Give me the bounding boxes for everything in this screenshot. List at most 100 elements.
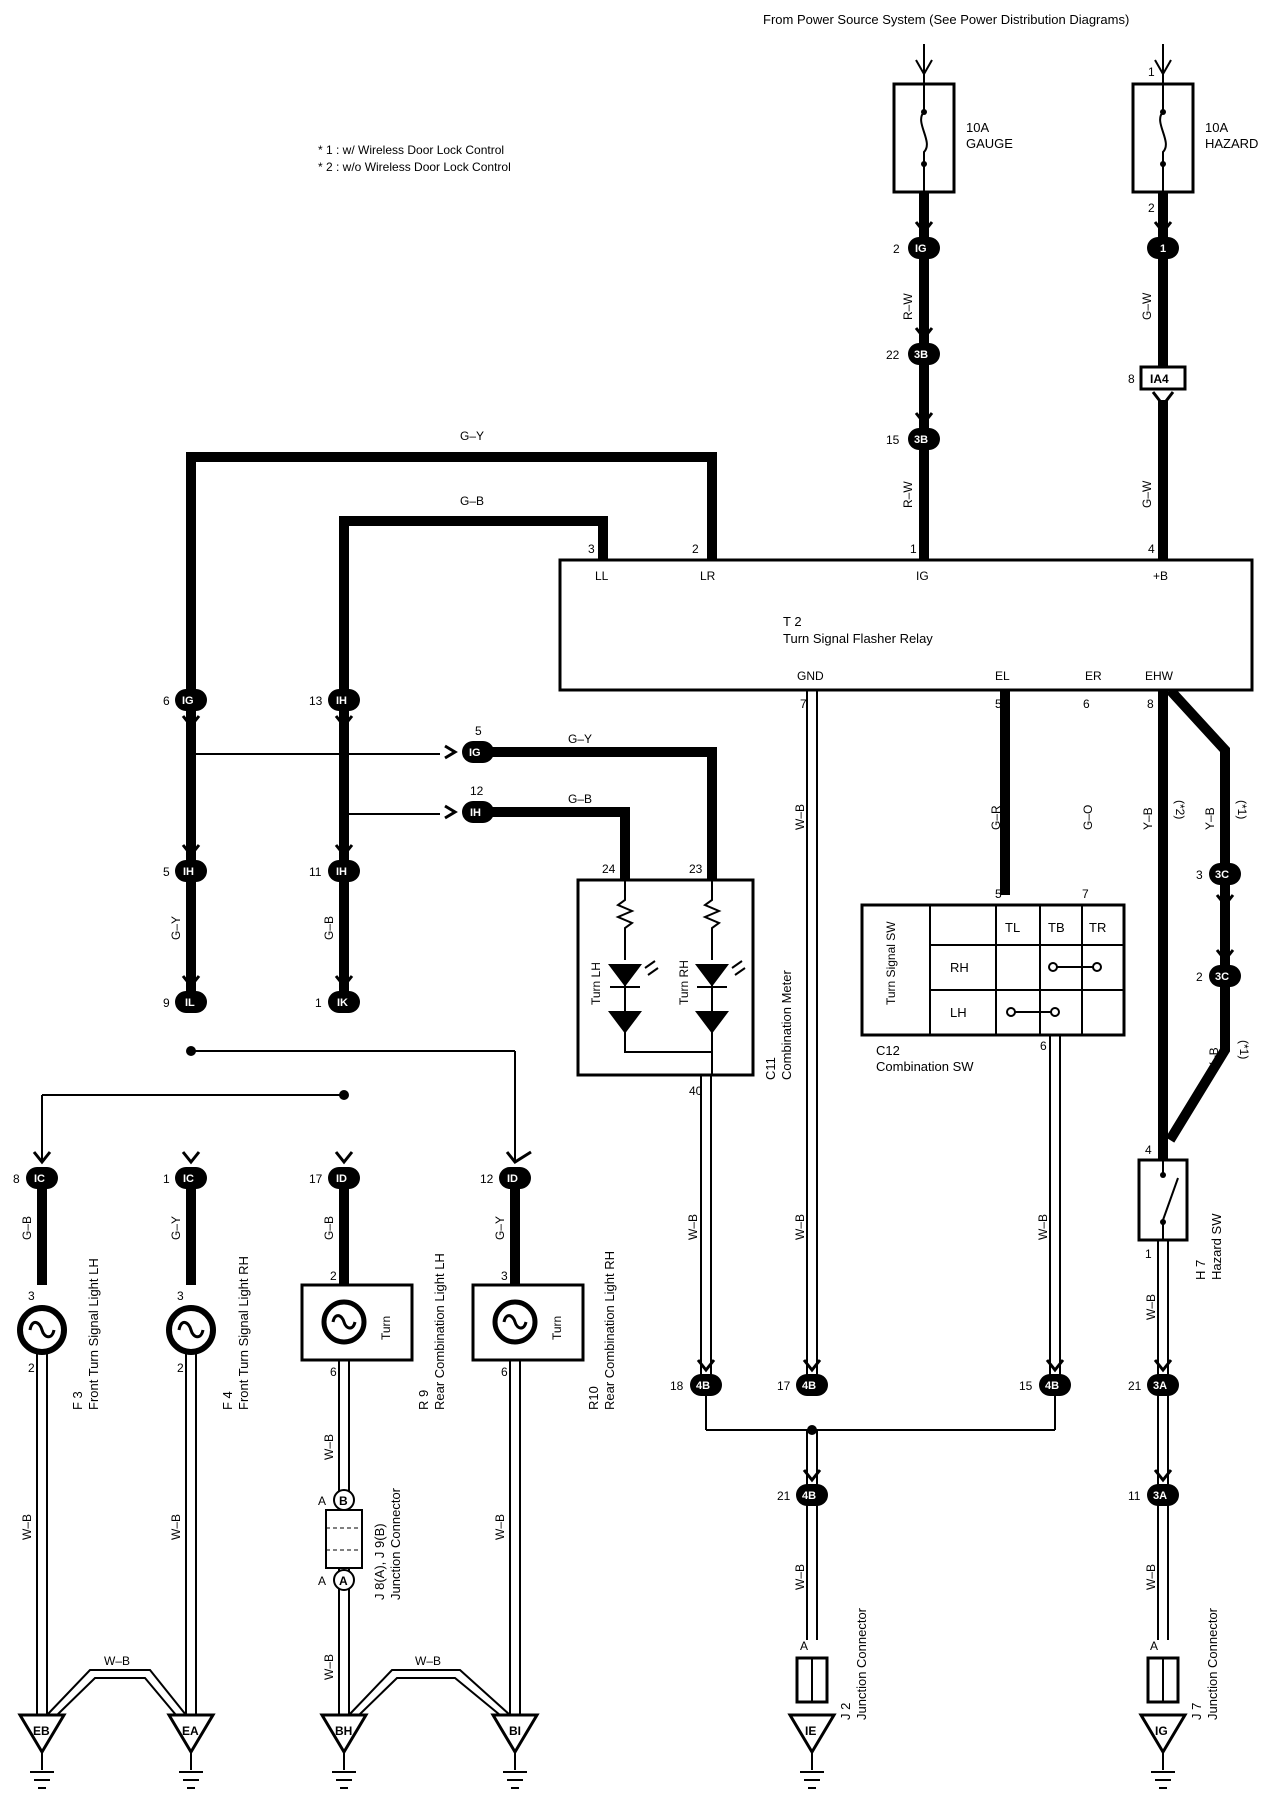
hazard-sw-pin-bottom: 1 [1145, 1247, 1152, 1261]
pin-11-ih: 11 [309, 865, 322, 879]
junction-j7-pin: A [1150, 1639, 1158, 1653]
wire-label-wb-gnd: W–B [793, 1214, 807, 1240]
relay-pin-gnd: 7 [800, 697, 807, 711]
conn-ih-13: IH [336, 695, 347, 707]
pin-17-4b: 17 [777, 1379, 791, 1393]
pin-8-ia4: 8 [1128, 372, 1135, 386]
remark-s1-b: (*1) [1237, 1040, 1251, 1059]
relay-pin-ig: 1 [910, 542, 917, 556]
conn-id-12: ID [507, 1173, 518, 1185]
fuse-hazard [1131, 82, 1195, 194]
junction-j8-j9-id: J 8(A), J 9(B) [372, 1523, 387, 1600]
meter-pin-gnd: 40 [689, 1084, 703, 1098]
wire-label-gb-mid: G–B [322, 916, 336, 940]
wire-label-rw-2: R–W [901, 481, 915, 508]
wire-label-wb-j7: W–B [1144, 1564, 1158, 1590]
pin-6-r9: 6 [330, 1365, 337, 1379]
fuse-hazard-pin-bottom: 2 [1148, 201, 1155, 215]
conn-3a-11: 3A [1153, 1490, 1167, 1502]
connector-ovals: IG 1 3B IA4 3B IG IH IG IH IH IH IL IK I… [26, 237, 1241, 1591]
conn-3b-22: 3B [914, 349, 928, 361]
pin-numbers: 2 22 8 15 6 13 5 12 5 11 9 1 8 1 17 12 3… [13, 242, 1203, 1588]
pin-22: 22 [886, 348, 900, 362]
lamp-f4-id: F 4 [220, 1391, 235, 1410]
relay-pin-b: 4 [1148, 542, 1155, 556]
ground-ea: EA [182, 1724, 199, 1738]
combo-sw-pin-tr: 7 [1082, 887, 1089, 901]
conn-ia4: IA4 [1150, 372, 1169, 386]
fuse-gauge-name: GAUGE [966, 136, 1013, 151]
wire-label-gy-meter: G–Y [568, 732, 592, 746]
pin-a-j8-top: A [318, 1494, 326, 1508]
pin-5-ih: 5 [163, 865, 170, 879]
wire-label-wb-hz: W–B [1144, 1294, 1158, 1320]
conn-ig-top: IG [915, 243, 927, 255]
conn-one: 1 [1160, 243, 1166, 255]
fuse-hazard-pin-top: 1 [1148, 65, 1155, 79]
wire-label-gy-lamp2: G–Y [169, 1216, 183, 1240]
lamp-r9 [300, 1283, 414, 1362]
fuse-gauge-amp: 10A [966, 120, 989, 135]
junction-j8-j9 [325, 1509, 363, 1569]
lamp-f3-name: Front Turn Signal Light LH [86, 1258, 101, 1410]
pin-11-3a: 11 [1128, 1489, 1141, 1503]
relay-term-el: EL [995, 669, 1010, 683]
pin-15: 15 [886, 433, 900, 447]
wire-label-wb-h2: W–B [415, 1654, 441, 1668]
pin-13: 13 [309, 694, 323, 708]
wire-label-wb-relay: W–B [793, 804, 807, 830]
junction-j7-name: Junction Connector [1205, 1607, 1220, 1720]
hazard-sw-pin-top: 4 [1145, 1143, 1152, 1157]
note-2: * 2 : w/o Wireless Door Lock Control [318, 160, 511, 174]
combo-sw-name: Combination SW [876, 1059, 974, 1074]
conn-ja: A [339, 1574, 348, 1588]
lamp-r10-label: Turn [550, 1316, 564, 1340]
relay-term-ehw: EHW [1145, 669, 1174, 683]
conn-3c-3: 3C [1215, 869, 1229, 881]
conn-4b-15: 4B [1045, 1380, 1059, 1392]
meter-turn-lh: Turn LH [589, 962, 603, 1005]
junction-j7-id: J 7 [1189, 1703, 1204, 1720]
pin-a-j8-bot: A [318, 1574, 326, 1588]
double-wires [36, 690, 1169, 1716]
wire-label-wb-h1: W–B [104, 1654, 130, 1668]
combo-sw-col-tb: TB [1048, 920, 1065, 935]
combo-sw-col-tr: TR [1089, 920, 1106, 935]
pin-12-id: 12 [480, 1172, 494, 1186]
wire-label-wb-meter: W–B [686, 1214, 700, 1240]
pin-6-r10: 6 [501, 1365, 508, 1379]
conn-4b-18: 4B [696, 1380, 710, 1392]
pin-21-4b: 21 [777, 1489, 791, 1503]
ground-ig: IG [1155, 1724, 1168, 1738]
wire-label-gy-mid: G–Y [169, 916, 183, 940]
pin-2-f4: 2 [177, 1361, 184, 1375]
junction-j2-name: Junction Connector [854, 1607, 869, 1720]
conn-ic-8: IC [34, 1173, 45, 1185]
relay-term-gnd: GND [797, 669, 824, 683]
pin-12-ih: 12 [470, 784, 484, 798]
pin-3-f3: 3 [28, 1289, 35, 1303]
pin-6-ig: 6 [163, 694, 170, 708]
wire-label-gy-top: G–Y [460, 429, 484, 443]
pin-2-r9: 2 [330, 1269, 337, 1283]
pin-15-4b: 15 [1019, 1379, 1033, 1393]
wire-label-wb-j8: W–B [322, 1654, 336, 1680]
wire-label-rw-1: R–W [901, 293, 915, 320]
remark-s2: (*2) [1173, 800, 1187, 819]
pin-17-id: 17 [309, 1172, 323, 1186]
junction-j8-j9-name: Junction Connector [388, 1487, 403, 1600]
combo-sw-pin-tl: 5 [995, 887, 1002, 901]
pin-3-r10: 3 [501, 1269, 508, 1283]
relay-pin-er: 6 [1083, 697, 1090, 711]
pin-2-3c: 2 [1196, 970, 1203, 984]
pin-5-ig: 5 [475, 724, 482, 738]
wire-label-gr: G–R [989, 805, 1003, 830]
junction-j2-id: J 2 [838, 1703, 853, 1720]
pin-8-ic: 8 [13, 1172, 20, 1186]
junction-j2-pin: A [800, 1639, 808, 1653]
wire-label-wb-f3: W–B [20, 1514, 34, 1540]
conn-4b-21: 4B [802, 1490, 816, 1502]
relay-term-ll: LL [595, 569, 609, 583]
conn-ig-6: IG [182, 695, 194, 707]
wire-label-gw-1: G–W [1140, 292, 1154, 320]
